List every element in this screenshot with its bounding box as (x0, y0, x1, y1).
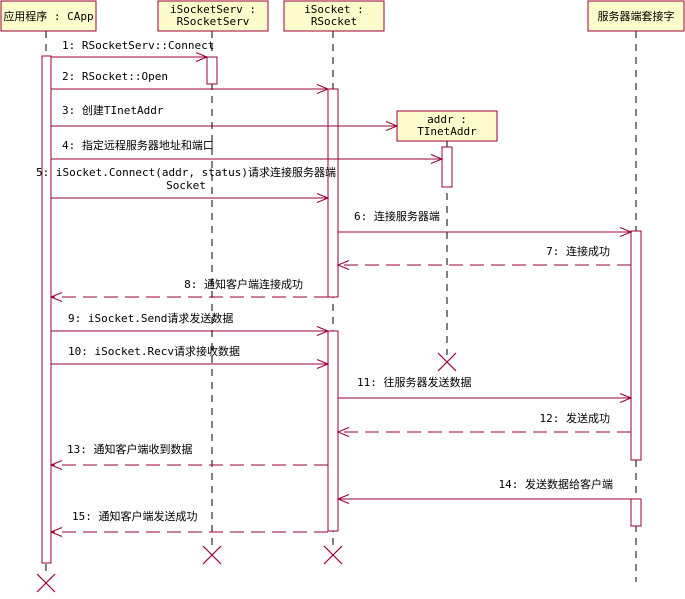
arrow-head (430, 154, 444, 164)
message-3: 3: 创建TInetAddr (51, 103, 399, 131)
message-2: 2: RSocket::Open (51, 70, 330, 94)
participant-app: 应用程序 : CApp (0, 0, 97, 32)
message-15: 15: 通知客户端发送成功 (49, 509, 328, 537)
arrow-head (336, 427, 350, 437)
destroy-mark-sock (323, 545, 343, 565)
participant-addr: addr :TInetAddr (396, 110, 498, 142)
participant-label-addr: addr : (427, 113, 467, 126)
participant-box-app (0, 0, 97, 32)
message-label: 15: 通知客户端发送成功 (72, 509, 198, 523)
message-11: 11: 往服务器发送数据 (338, 375, 633, 403)
participant-box-sock (283, 0, 385, 32)
participant-label-sock: RSocket (311, 15, 357, 28)
message-label: 6: 连接服务器端 (354, 210, 440, 223)
arrow-head (619, 393, 633, 403)
participant-label-server: 服务器端套接字 (598, 9, 675, 23)
activation-bar-addr (441, 146, 453, 188)
message-label: 8: 通知客户端连接成功 (184, 277, 303, 291)
participant-server: 服务器端套接字 (587, 0, 685, 32)
participant-serv: iSocketServ :RSocketServ (157, 0, 269, 32)
message-6: 6: 连接服务器端 (338, 210, 633, 237)
message-label: 5: iSocket.Connect(addr, status)请求连接服务器端 (36, 166, 336, 179)
message-8: 8: 通知客户端连接成功 (49, 277, 328, 302)
arrow-head (49, 460, 63, 470)
participant-label-addr: TInetAddr (417, 125, 477, 138)
arrow-head (49, 527, 63, 537)
participant-box-serv (157, 0, 269, 32)
message-label: 11: 往服务器发送数据 (357, 375, 472, 389)
arrow-head (385, 121, 399, 131)
participant-sock: iSocket :RSocket (283, 0, 385, 32)
participant-label-serv: RSocketServ (177, 15, 250, 28)
message-label: 2: RSocket::Open (62, 70, 168, 83)
arrow-head (316, 326, 330, 336)
participant-box-addr (396, 110, 498, 142)
message-14: 14: 发送数据给客户端 (336, 477, 631, 504)
message-label: 4: 指定远程服务器地址和端口 (62, 138, 214, 152)
message-13: 13: 通知客户端收到数据 (49, 442, 328, 470)
activation-bar-server (630, 230, 642, 461)
message-5: 5: iSocket.Connect(addr, status)请求连接服务器端… (36, 166, 336, 203)
arrow-head (49, 292, 63, 302)
message-12: 12: 发送成功 (336, 411, 631, 437)
arrow-head (336, 260, 350, 270)
message-label: 1: RSocketServ::Connect (62, 39, 214, 52)
message-label: Socket (166, 179, 206, 192)
destroy-mark-addr (437, 352, 457, 372)
message-label: 13: 通知客户端收到数据 (67, 442, 193, 456)
activation-bar-serv (206, 56, 218, 85)
message-7: 7: 连接成功 (336, 245, 631, 270)
participant-label-app: 应用程序 : CApp (3, 9, 93, 23)
destroy-mark-serv (202, 545, 222, 565)
arrow-head (195, 52, 209, 62)
message-label: 12: 发送成功 (540, 411, 611, 425)
participant-label-sock: iSocket : (304, 3, 364, 16)
message-4: 4: 指定远程服务器地址和端口 (51, 138, 444, 164)
message-1: 1: RSocketServ::Connect (51, 39, 214, 62)
participant-label-serv: iSocketServ : (170, 3, 256, 16)
arrow-head (336, 494, 350, 504)
message-label: 9: iSocket.Send请求发送数据 (68, 311, 233, 325)
arrow-head (316, 84, 330, 94)
activation-bar-app (41, 55, 52, 564)
arrow-head (316, 193, 330, 203)
message-9: 9: iSocket.Send请求发送数据 (51, 311, 330, 336)
message-label: 7: 连接成功 (546, 245, 610, 258)
message-label: 3: 创建TInetAddr (62, 103, 164, 117)
activation-bar-server (630, 498, 642, 527)
destroy-mark-app (36, 573, 56, 593)
activation-bar-sock (327, 330, 339, 532)
arrow-head (619, 227, 633, 237)
message-10: 10: iSocket.Recv请求接收数据 (51, 344, 330, 369)
activation-bar-sock (327, 88, 339, 298)
message-label: 14: 发送数据给客户端 (499, 477, 614, 491)
arrow-head (316, 359, 330, 369)
message-label: 10: iSocket.Recv请求接收数据 (68, 344, 240, 358)
participant-box-server (587, 0, 685, 32)
